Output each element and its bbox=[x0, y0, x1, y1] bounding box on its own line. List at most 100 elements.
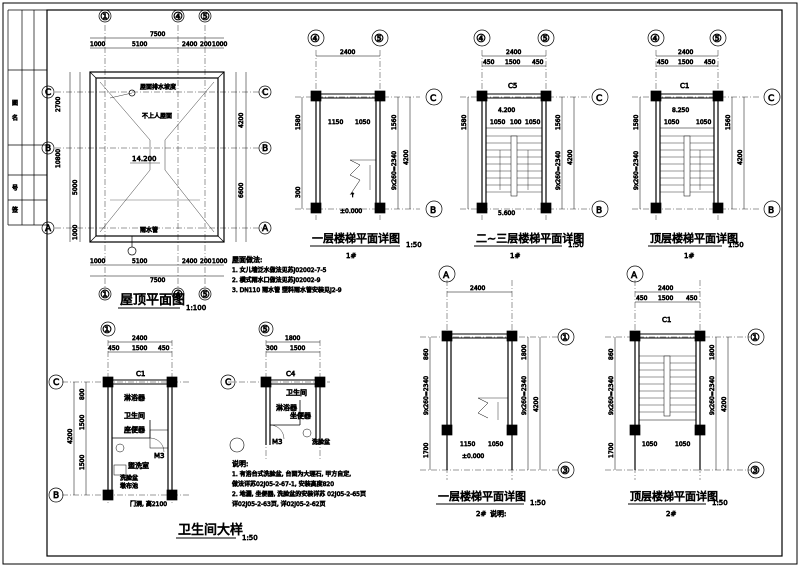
stair2-top-sub: 2# bbox=[666, 510, 676, 518]
stair1-top-title: 顶层楼梯平面详图 bbox=[650, 231, 738, 245]
stair1-mid-title: 二~三层楼梯平面详图 bbox=[476, 231, 584, 245]
roof-plan-title: 屋顶平面图 bbox=[120, 293, 185, 308]
roof-grid-4-bot: ④ bbox=[173, 288, 183, 301]
stair2-top-scale: 1:50 bbox=[712, 499, 728, 507]
stair1-top-h2: 1560 bbox=[725, 115, 732, 130]
stair1-top-w1: 1050 bbox=[664, 119, 679, 126]
stair2-top-title: 顶层楼梯平面详图 bbox=[630, 489, 718, 503]
stair1-top-sub-1: 450 bbox=[657, 59, 669, 66]
stair1-first-elev: ±0.000 bbox=[340, 208, 362, 215]
roof-label-1: 不上人屋面 bbox=[142, 112, 172, 120]
stair2-first-run: 9x260=2340 bbox=[423, 376, 430, 415]
toilet-b-sub-1: 300 bbox=[266, 345, 278, 352]
stair2-first-run-r: 9x260=2340 bbox=[521, 376, 528, 415]
toilet-a-h-2: 1500 bbox=[79, 415, 86, 430]
stair1-top-floor: 8.250 C1 2400 450 1500 450 1050 1050 158… bbox=[632, 29, 781, 260]
roof-elevation: 14.200 bbox=[132, 155, 157, 163]
titleblock-cell-4: 签 bbox=[12, 206, 18, 214]
stair2-top-h1700: 1700 bbox=[608, 443, 615, 458]
stair1-first-h3: 1560 bbox=[391, 115, 398, 130]
toilet-a-label-4: M3 bbox=[154, 452, 165, 460]
roof-label-3: 屋面排水坡度 bbox=[140, 83, 176, 91]
roof-notes-title: 屋面做法: bbox=[232, 255, 262, 264]
stair1-mid-scale: 1:50 bbox=[568, 241, 584, 249]
stair2-first-h4200: 4200 bbox=[533, 397, 540, 412]
stair2-top-grid-3: ③ bbox=[750, 464, 760, 477]
toilet-b-label-1: 卫生间 bbox=[286, 388, 307, 397]
stair1-top-run: 9x260=2340 bbox=[633, 151, 640, 190]
stair2-top-grid-a: A bbox=[631, 271, 638, 281]
stair2-top-floor: C1 2400 450 1500 450 1050 1050 860 9x260… bbox=[605, 265, 765, 518]
roof-grid-5-bot: ⑤ bbox=[200, 288, 210, 301]
toilet-detail-a: 淋浴器 卫生间 座便器 M3 盥洗室 洗脸盆 墩布池 C1 2400 450 1… bbox=[48, 321, 190, 508]
toilet-scale: 1:50 bbox=[242, 534, 258, 542]
roof-dim-right-2: 6600 bbox=[238, 183, 245, 198]
toilet-b-window: C4 bbox=[286, 370, 296, 378]
roof-plan-scale: 1:100 bbox=[186, 304, 206, 312]
stair2-first-floor: ±0.000 2400 1150 1050 860 9x260=2340 170… bbox=[420, 265, 575, 518]
stair1-top-grid-c: C bbox=[768, 94, 774, 104]
stair1-first-dim-w2: 1050 bbox=[355, 119, 370, 126]
stair1-top-elev: 8.250 bbox=[672, 107, 689, 114]
toilet-b-label-3: 坐便器 bbox=[290, 411, 311, 420]
roof-grid-c-right: C bbox=[262, 88, 268, 98]
stair2-top-w2: 1050 bbox=[675, 441, 690, 448]
stair2-top-window: C1 bbox=[662, 316, 671, 324]
roof-dim-bot-5: 1000 bbox=[212, 258, 227, 265]
stair1-top-w2: 1050 bbox=[696, 119, 711, 126]
toilet-b-dim-1800: 1800 bbox=[285, 335, 300, 342]
stair1-top-scale: 1:50 bbox=[728, 241, 744, 249]
roof-dim-left-4: 1000 bbox=[72, 225, 79, 240]
toilet-a-door-note: 门洞, 高2100 bbox=[130, 500, 167, 508]
toilet-a-label-1: 淋浴器 bbox=[124, 393, 145, 402]
stair1-mid-run: 9x260=2340 bbox=[555, 151, 562, 190]
stair2-first-h860: 860 bbox=[423, 348, 430, 360]
stair2-first-note: 说明: bbox=[490, 509, 506, 518]
stair1-top-window: C1 bbox=[680, 82, 689, 90]
stair1-first-grid-4: ④ bbox=[310, 32, 320, 45]
stair2-top-sub-3: 450 bbox=[686, 295, 698, 302]
roof-dim-bot-total: 7500 bbox=[150, 277, 165, 284]
stair1-top-sub: 1# bbox=[684, 252, 694, 260]
stair2-first-grid-1: ① bbox=[560, 331, 570, 344]
stair1-mid-sub: 1# bbox=[510, 252, 520, 260]
toilet-title: 卫生间大样 bbox=[178, 523, 243, 538]
stair2-first-grid-3: ③ bbox=[560, 464, 570, 477]
title-block: 图 名 号 签 bbox=[7, 9, 47, 226]
toilet-b-grid-5: ⑤ bbox=[260, 323, 270, 336]
toilet-a-window: C1 bbox=[136, 370, 145, 378]
roof-dim-top-total: 7500 bbox=[150, 31, 165, 38]
toilet-note-1: 1. 有浴台式洗脸盆, 台面为大理石, 甲方自定, bbox=[232, 470, 351, 478]
stair1-mid-elev-2: 5.600 bbox=[498, 210, 515, 217]
stair1-first-dim-w1: 1150 bbox=[328, 119, 343, 126]
stair1-mid-w1: 1050 bbox=[490, 119, 505, 126]
stair2-top-h860: 860 bbox=[608, 348, 615, 360]
stair2-first-scale: 1:50 bbox=[530, 499, 546, 507]
titleblock-cell-1: 图 bbox=[12, 100, 18, 107]
stair1-first-h1: 1580 bbox=[295, 115, 302, 130]
roof-note-2: 2. 横式雨水口做法见苏J02002-9 bbox=[232, 276, 321, 284]
toilet-a-label-6: 洗脸盆 bbox=[120, 474, 138, 482]
roof-dim-bot-1: 1000 bbox=[90, 258, 105, 265]
roof-plan: 不上人屋面 14.200 屋面排水坡度 雨水管 7500 1000 5100 2… bbox=[41, 9, 342, 312]
titleblock-cell-3: 号 bbox=[12, 185, 18, 192]
stair1-mid-grid-5: ⑤ bbox=[540, 32, 550, 45]
stair1-mid-sub-2: 1500 bbox=[505, 59, 520, 66]
stair1-mid-elev-1: 4.200 bbox=[498, 107, 515, 114]
toilet-a-label-3: 座便器 bbox=[124, 425, 145, 434]
stair1-mid-h1: 1580 bbox=[461, 115, 468, 130]
stair2-first-elev: ±0.000 bbox=[462, 453, 484, 460]
toilet-a-grid-c: C bbox=[53, 378, 59, 388]
toilet-a-label-2: 卫生间 bbox=[124, 411, 145, 420]
stair2-top-grid-1: ① bbox=[750, 331, 760, 344]
stair2-top-dim-2400: 2400 bbox=[658, 285, 673, 292]
stair1-first-scale: 1:50 bbox=[406, 241, 422, 249]
stair1-top-grid-4: ④ bbox=[650, 32, 660, 45]
roof-grid-c-left: C bbox=[45, 88, 51, 98]
stair1-mid-w4: 100 bbox=[510, 119, 522, 126]
stair2-first-sub: 2# bbox=[476, 510, 486, 518]
stair1-mid-w2: 1050 bbox=[525, 119, 540, 126]
stair1-mid-sub-1: 450 bbox=[483, 59, 495, 66]
